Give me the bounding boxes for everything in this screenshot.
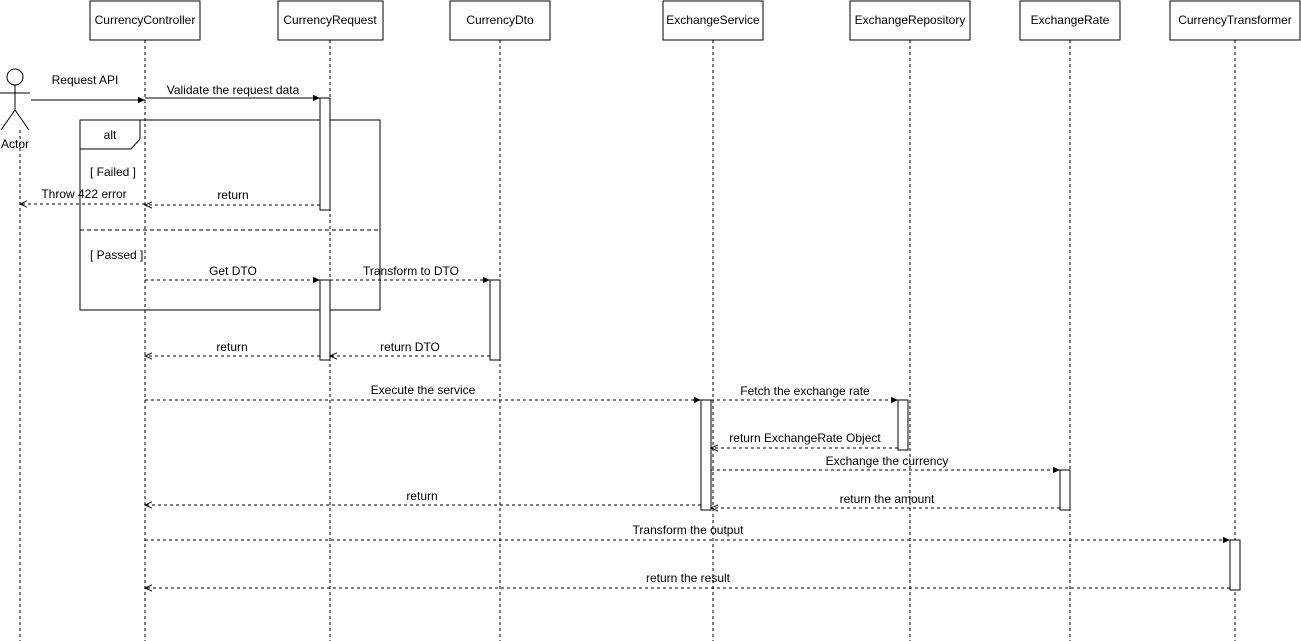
message-label: Transform the output: [633, 523, 745, 537]
message-return-rate-object: return ExchangeRate Object: [711, 431, 898, 448]
activation-repository: [897, 399, 909, 451]
message-return-validate: return: [145, 188, 320, 205]
message-label: Transform to DTO: [363, 264, 459, 278]
participant-label: CurrencyRequest: [283, 13, 377, 27]
actor-label: Actor: [1, 137, 29, 151]
alt-guard-failed: [ Failed ]: [90, 165, 136, 179]
message-exchange-currency: Exchange the currency: [711, 454, 1060, 474]
message-return-service: return: [145, 489, 701, 505]
participant-label: CurrencyDto: [466, 13, 534, 27]
actor-icon: [0, 68, 30, 131]
participant-label: ExchangeRepository: [855, 13, 966, 27]
message-label: Validate the request data: [167, 83, 300, 97]
message-label: return: [406, 489, 437, 503]
message-label: return ExchangeRate Object: [729, 431, 881, 445]
participant-request[interactable]: CurrencyRequest: [277, 0, 384, 41]
message-label: Execute the service: [371, 383, 476, 397]
messages: Request API Validate the request data re…: [20, 73, 1230, 588]
participant-box: [449, 0, 551, 41]
message-label: Get DTO: [209, 264, 257, 278]
activation-service: [700, 399, 712, 511]
participant-label: ExchangeRate: [1031, 13, 1110, 27]
participant-transformer[interactable]: CurrencyTransformer: [1169, 0, 1301, 41]
participant-label: CurrencyController: [95, 13, 196, 27]
alt-guard-passed: [ Passed ]: [90, 248, 143, 262]
message-label: Exchange the currency: [826, 454, 949, 468]
message-label: return the amount: [840, 492, 935, 506]
alt-operator-label: alt: [104, 128, 117, 142]
participant-box: [849, 0, 971, 41]
message-get-dto: Get DTO: [145, 264, 320, 284]
participant-dto[interactable]: CurrencyDto: [449, 0, 551, 41]
message-return-request: return: [145, 340, 320, 356]
participant-controller[interactable]: CurrencyController: [89, 0, 201, 41]
message-throw-422: Throw 422 error: [20, 187, 145, 204]
alt-operator-tab: [79, 119, 141, 150]
activation-dto: [489, 279, 501, 361]
message-label: return DTO: [380, 340, 440, 354]
message-return-amount: return the amount: [711, 492, 1060, 508]
participant-box: [89, 0, 201, 41]
alt-frame: [79, 119, 381, 311]
activation-rate: [1059, 469, 1071, 511]
message-transform-dto: Transform to DTO: [330, 264, 490, 284]
participant-label: CurrencyTransformer: [1178, 13, 1292, 27]
participant-box: [1169, 0, 1301, 41]
participant-repository[interactable]: ExchangeRepository: [849, 0, 971, 41]
activation-transformer: [1229, 539, 1241, 591]
activation-request-validate: [319, 97, 331, 211]
message-label: Throw 422 error: [41, 187, 126, 201]
activations: [319, 97, 1241, 591]
participant-box: [662, 0, 764, 41]
message-label: return the result: [646, 571, 731, 585]
alt-fragment: alt [ Failed ] [ Passed ]: [79, 119, 381, 311]
message-return-result: return the result: [145, 571, 1230, 588]
participant-box: [277, 0, 384, 41]
message-return-dto: return DTO: [330, 340, 490, 356]
lifelines: [19, 40, 1236, 641]
message-label: return: [217, 188, 248, 202]
participant-rate[interactable]: ExchangeRate: [1019, 0, 1121, 41]
actor[interactable]: Actor: [0, 68, 30, 151]
participant-box: [1019, 0, 1121, 41]
message-validate: Validate the request data: [145, 83, 320, 102]
message-fetch-rate: Fetch the exchange rate: [711, 384, 898, 404]
participant-service[interactable]: ExchangeService: [662, 0, 764, 41]
message-label: return: [216, 340, 247, 354]
activation-request-dto: [319, 279, 331, 361]
message-execute-service: Execute the service: [145, 383, 701, 404]
participant-label: ExchangeService: [666, 13, 760, 27]
message-request-api: Request API: [31, 73, 145, 104]
message-label: Fetch the exchange rate: [740, 384, 870, 398]
message-label: Request API: [52, 73, 119, 87]
message-transform-output: Transform the output: [145, 523, 1230, 544]
